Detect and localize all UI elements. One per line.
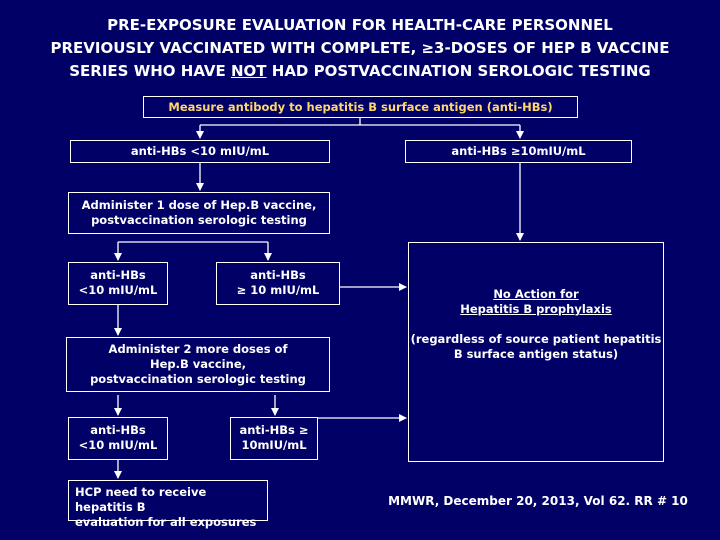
administer-one-dose-line-1: Administer 1 dose of Hep.B vaccine, [81, 198, 317, 212]
no-action-line-2: Hepatitis B prophylaxis [460, 302, 612, 316]
administer-two-doses-line-1: Administer 2 more doses of [108, 342, 288, 356]
high-result-box-3: anti-HBs ≥ 10mIU/mL [230, 417, 318, 460]
citation-text: MMWR, December 20, 2013, Vol 62. RR # 10 [388, 494, 688, 508]
administer-two-doses-line-3: postvaccination serologic testing [90, 372, 306, 386]
hcp-evaluation-line-2: evaluation for all exposures [75, 515, 257, 529]
high-result-3-line-2: 10mIU/mL [241, 438, 307, 452]
high-result-text-1: anti-HBs ≥10mIU/mL [451, 144, 586, 158]
low-result-3-line-1: anti-HBs [90, 423, 146, 437]
title-line-2: PREVIOUSLY VACCINATED WITH COMPLETE, ≥3-… [50, 39, 670, 57]
administer-one-dose-line-2: postvaccination serologic testing [91, 213, 307, 227]
regardless-line-1: (regardless of source patient hepatitis [410, 332, 662, 346]
slide-title: PRE-EXPOSURE EVALUATION FOR HEALTH-CARE … [0, 14, 720, 83]
low-result-box-2: anti-HBs <10 mIU/mL [68, 262, 168, 305]
high-result-3-line-1: anti-HBs ≥ [239, 423, 309, 437]
administer-one-dose-box: Administer 1 dose of Hep.B vaccine, post… [68, 192, 330, 234]
administer-two-doses-box: Administer 2 more doses of Hep.B vaccine… [66, 337, 330, 392]
administer-two-doses-line-2: Hep.B vaccine, [150, 357, 246, 371]
title-line-3-pre: SERIES WHO HAVE [69, 62, 231, 80]
low-result-3-line-2: <10 mIU/mL [78, 438, 158, 452]
high-result-box-1: anti-HBs ≥10mIU/mL [405, 140, 632, 163]
title-not-emphasis: NOT [231, 62, 267, 80]
title-line-3: SERIES WHO HAVE NOT HAD POSTVACCINATION … [0, 60, 720, 83]
no-action-box: No Action for Hepatitis B prophylaxis (r… [408, 242, 664, 462]
regardless-line-2: B surface antigen status) [453, 347, 619, 361]
title-line-1: PRE-EXPOSURE EVALUATION FOR HEALTH-CARE … [107, 16, 613, 34]
low-result-text-1: anti-HBs <10 mIU/mL [130, 144, 270, 158]
no-action-line-1: No Action for [493, 287, 579, 301]
low-result-2-line-2: <10 mIU/mL [78, 283, 158, 297]
title-line-3-post: HAD POSTVACCINATION SEROLOGIC TESTING [266, 62, 651, 80]
low-result-box-1: anti-HBs <10 mIU/mL [70, 140, 330, 163]
hcp-evaluation-line-1: HCP need to receive hepatitis B [75, 485, 207, 514]
measure-antibody-box: Measure antibody to hepatitis B surface … [143, 96, 578, 118]
hcp-evaluation-box: HCP need to receive hepatitis B evaluati… [68, 480, 268, 529]
measure-antibody-text: Measure antibody to hepatitis B surface … [168, 100, 553, 114]
high-result-2-line-1: anti-HBs [250, 268, 306, 282]
low-result-2-line-1: anti-HBs [90, 268, 146, 282]
low-result-box-3: anti-HBs <10 mIU/mL [68, 417, 168, 460]
high-result-2-line-2: ≥ 10 mIU/mL [236, 283, 320, 297]
high-result-box-2: anti-HBs ≥ 10 mIU/mL [216, 262, 340, 305]
